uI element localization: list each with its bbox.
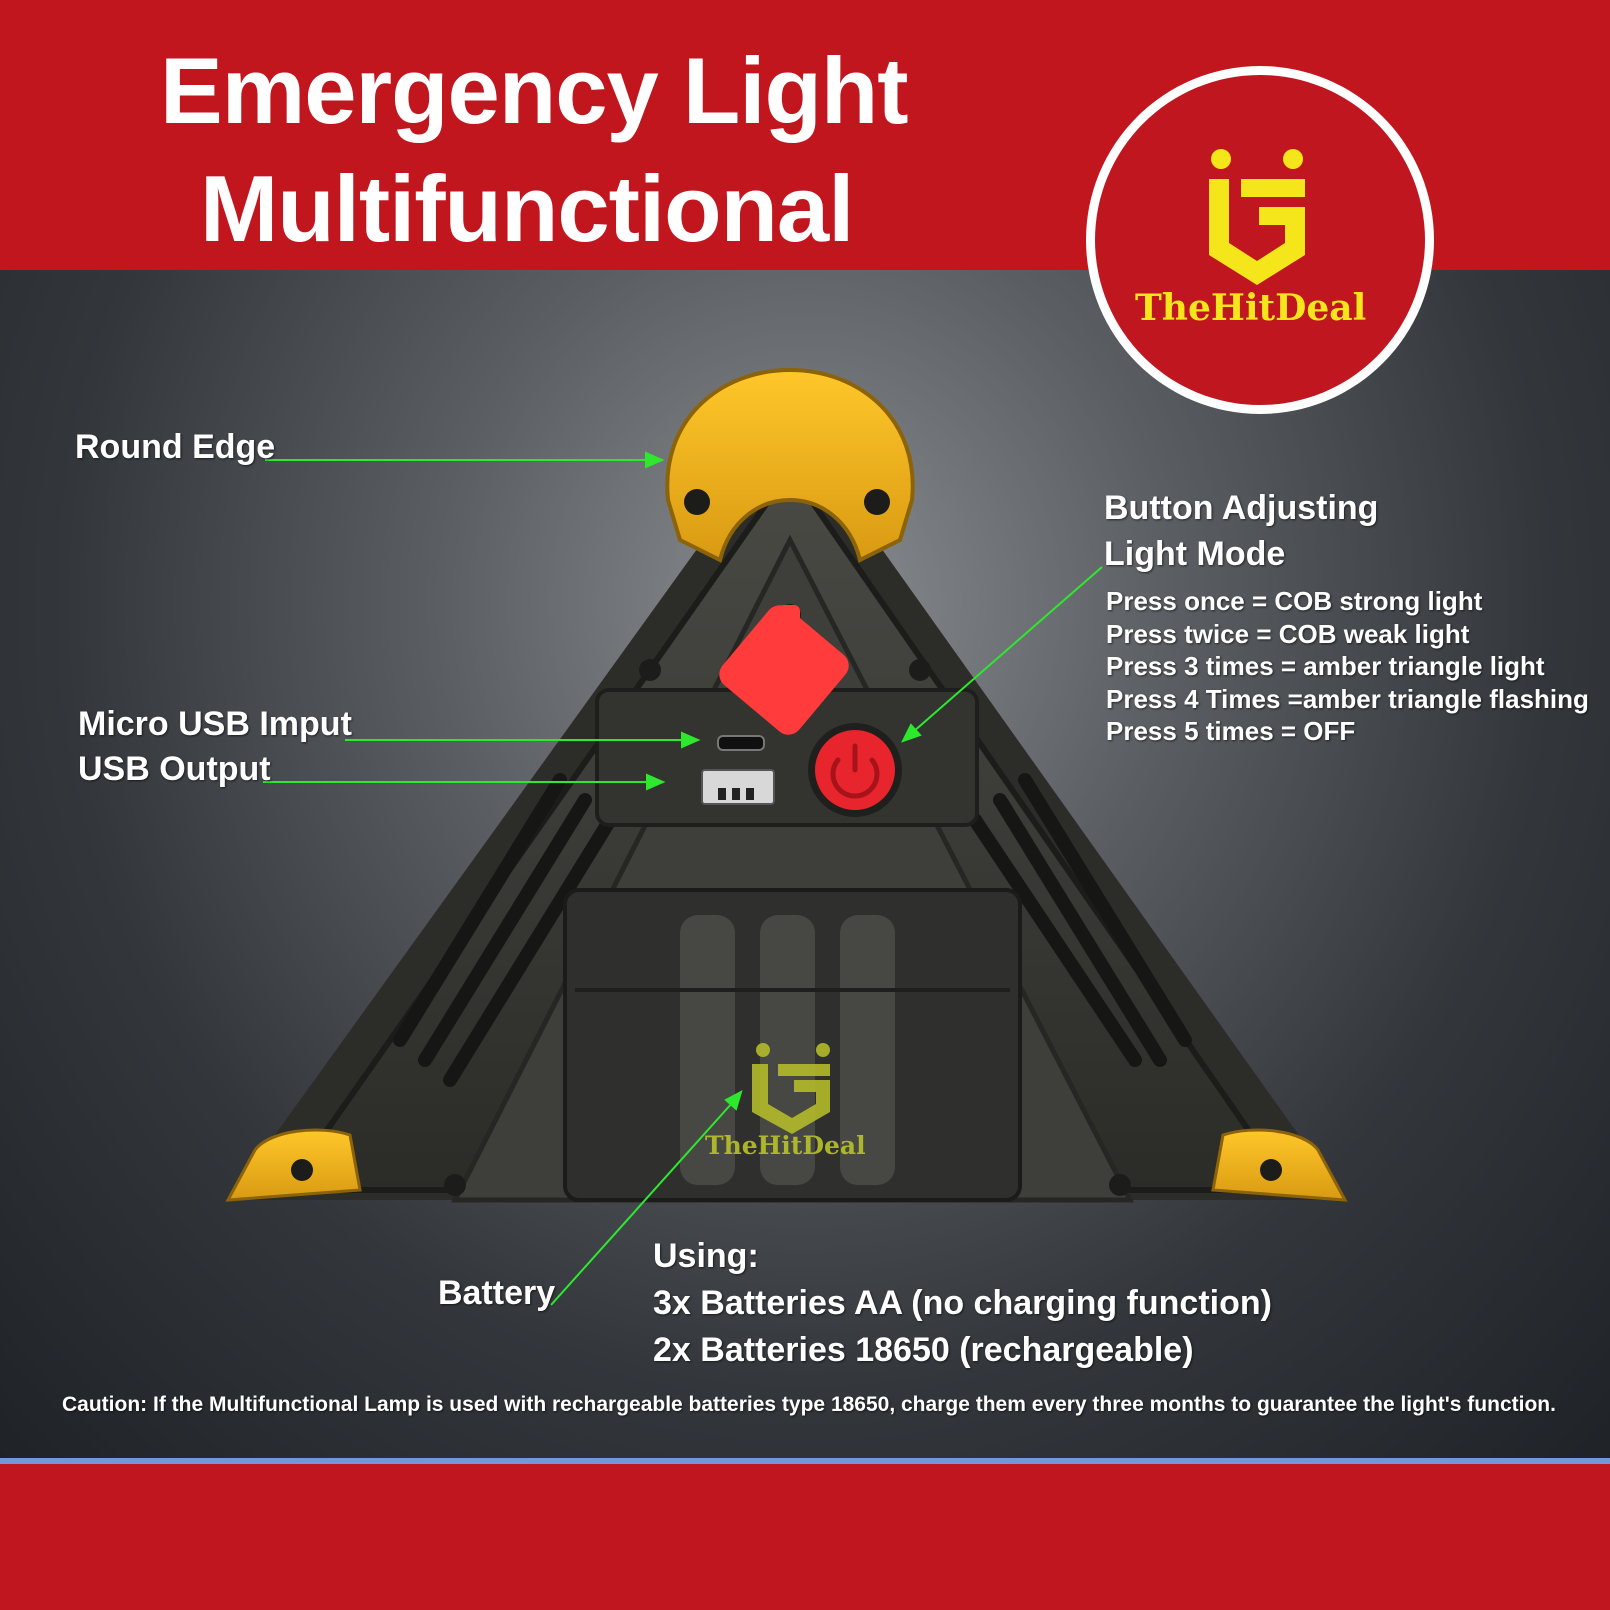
screw-icon bbox=[684, 489, 710, 515]
power-button[interactable] bbox=[808, 723, 902, 817]
list-item: Press twice = COB weak light bbox=[1106, 618, 1470, 649]
label-button-title-2: Light Mode bbox=[1104, 535, 1286, 573]
using-line-aa: 3x Batteries AA (no charging function) bbox=[653, 1284, 1272, 1322]
list-item: Press 3 times = amber triangle light bbox=[1106, 651, 1545, 681]
hit-deal-logo-icon bbox=[1209, 149, 1305, 285]
left-grille bbox=[393, 773, 617, 1087]
round-edge-bumper bbox=[665, 367, 915, 563]
using-line-18650: 2x Batteries 18650 (rechargeable) bbox=[653, 1331, 1194, 1369]
brand-badge: TheHitDeal bbox=[1095, 75, 1425, 405]
using-heading: Using: bbox=[653, 1237, 759, 1275]
screw-icon bbox=[864, 489, 890, 515]
micro-usb-port[interactable] bbox=[717, 735, 765, 751]
light-mode-list: Press once = COB strong light Press twic… bbox=[1106, 585, 1589, 748]
label-button-title-1: Button Adjusting bbox=[1104, 489, 1379, 527]
label-round-edge: Round Edge bbox=[75, 428, 276, 466]
screw-icon bbox=[291, 1159, 313, 1181]
footer-band bbox=[0, 1464, 1610, 1610]
list-item: Press once = COB strong light bbox=[1106, 586, 1483, 616]
right-grille bbox=[968, 773, 1192, 1067]
watermark-brand-text: TheHitDeal bbox=[705, 1131, 866, 1160]
screw-icon bbox=[1260, 1159, 1282, 1181]
label-usb-output: USB Output bbox=[78, 750, 271, 788]
divider-line bbox=[0, 1458, 1610, 1464]
brand-name: TheHitDeal bbox=[1135, 287, 1367, 329]
page-title-line2: Multifunctional bbox=[200, 156, 854, 261]
label-micro-usb: Micro USB Imput bbox=[78, 705, 352, 743]
port-cover[interactable] bbox=[714, 600, 855, 741]
page-title-line1: Emergency Light bbox=[160, 38, 909, 143]
list-item: Press 4 Times =amber triangle flashing bbox=[1106, 683, 1589, 714]
battery-usage-info: Using: 3x Batteries AA (no charging func… bbox=[653, 1233, 1272, 1374]
list-item: Press 5 times = OFF bbox=[1106, 716, 1356, 746]
label-battery: Battery bbox=[438, 1274, 556, 1312]
callout-arrows bbox=[263, 451, 1103, 1306]
caution-note: Caution: If the Multifunctional Lamp is … bbox=[62, 1393, 1556, 1416]
watermark-logo-icon bbox=[752, 1043, 830, 1134]
